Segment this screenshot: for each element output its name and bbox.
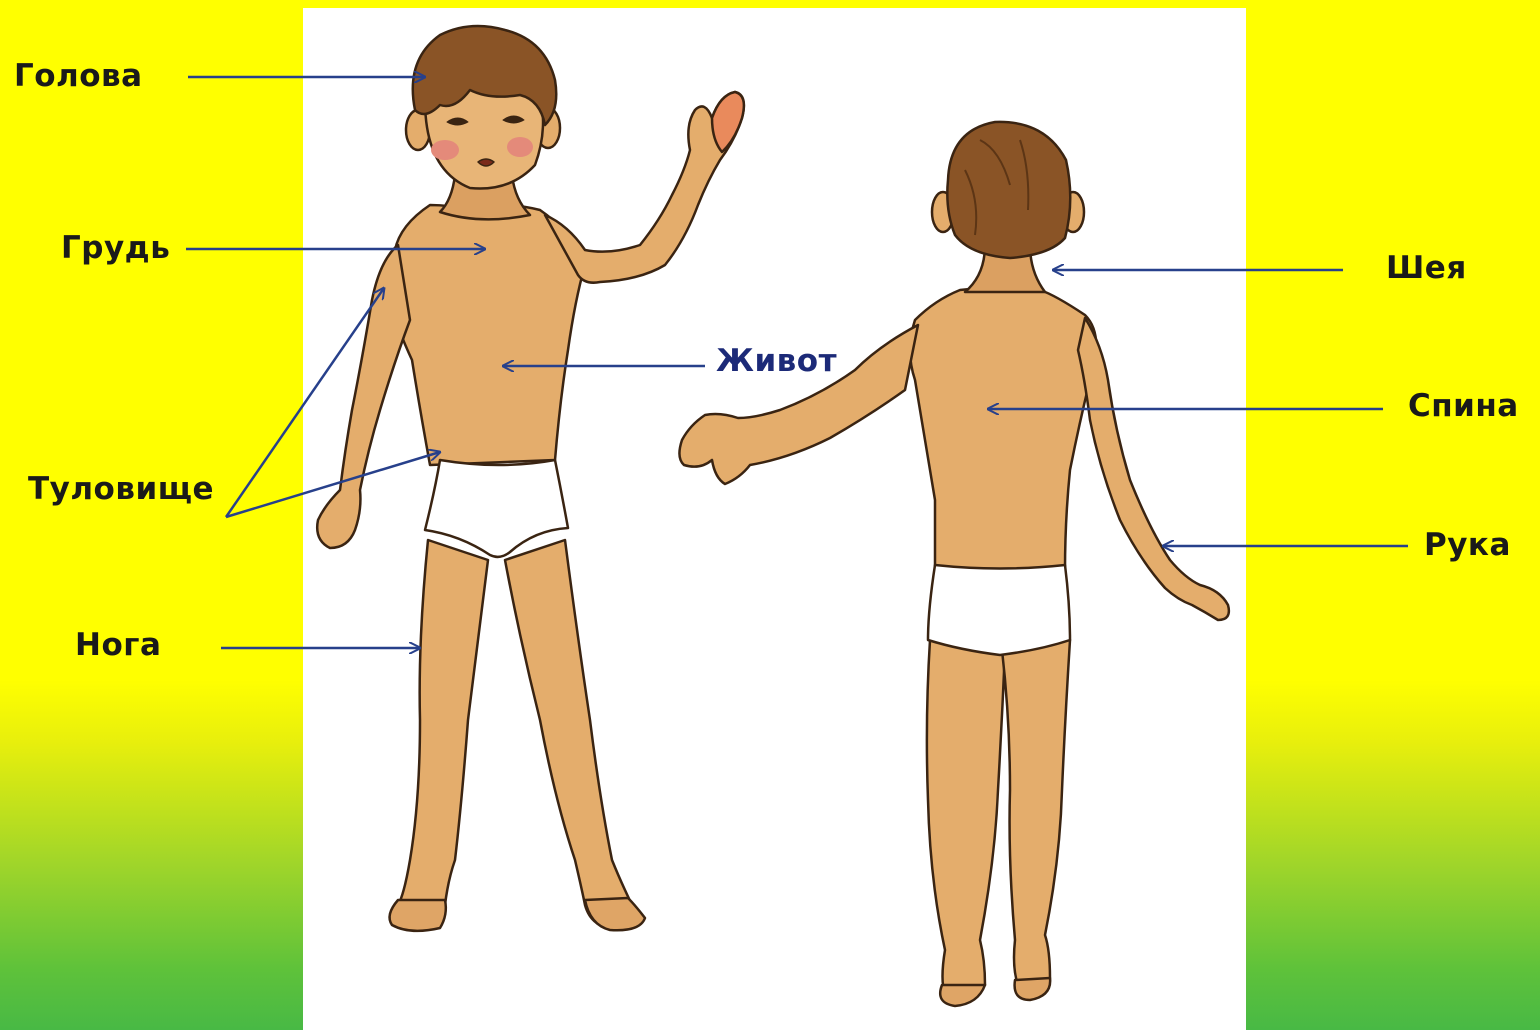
front-right-foot bbox=[585, 898, 645, 930]
boy-back-figure bbox=[679, 122, 1228, 1006]
back-torso bbox=[910, 288, 1096, 571]
back-left-foot bbox=[940, 985, 985, 1006]
front-left-foot bbox=[390, 900, 446, 931]
front-right-cheek bbox=[507, 137, 533, 157]
front-left-leg bbox=[397, 540, 488, 928]
label-arm: Рука bbox=[1424, 527, 1511, 563]
boy-front-figure bbox=[317, 26, 744, 931]
label-leg: Нога bbox=[75, 627, 161, 663]
label-torso: Туловище bbox=[28, 471, 214, 507]
front-left-arm bbox=[317, 245, 410, 548]
front-left-cheek bbox=[431, 140, 459, 160]
front-mouth bbox=[478, 159, 494, 166]
back-right-arm bbox=[1078, 318, 1229, 620]
label-chest: Грудь bbox=[61, 230, 170, 266]
back-head-hair bbox=[947, 122, 1070, 258]
back-right-foot bbox=[1015, 978, 1051, 1000]
label-head: Голова bbox=[14, 58, 143, 94]
label-belly: Живот bbox=[716, 343, 837, 379]
front-palm bbox=[712, 92, 744, 152]
back-underwear bbox=[928, 565, 1070, 655]
front-torso bbox=[385, 205, 585, 465]
front-right-leg bbox=[505, 540, 634, 928]
back-left-leg bbox=[927, 640, 1005, 996]
label-back: Спина bbox=[1408, 388, 1519, 424]
back-right-leg bbox=[1002, 640, 1070, 987]
front-underwear bbox=[425, 460, 568, 557]
label-neck: Шея bbox=[1386, 250, 1467, 286]
